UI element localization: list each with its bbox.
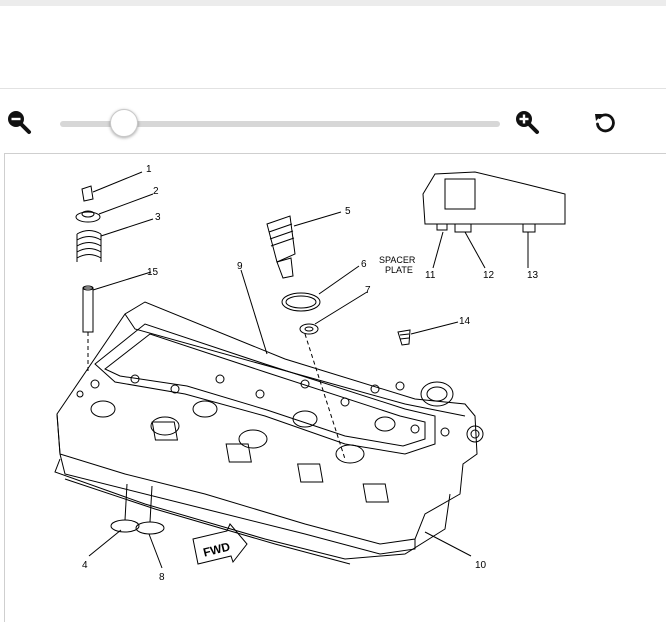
cylinder-head-exploded-diagram: 1 2 3 4 5 6 7 8 9 10 11 12 13 14 15 SPAC…	[54, 164, 566, 583]
window-top-strip	[0, 0, 666, 6]
callout-14: 14	[459, 316, 471, 327]
callout-11: 11	[425, 270, 436, 281]
spacer-plate-label-line2: PLATE	[385, 265, 413, 275]
fwd-direction-label: FWD	[202, 539, 232, 559]
header-divider	[0, 88, 666, 89]
callout-2: 2	[153, 186, 159, 197]
zoom-in-icon	[516, 111, 539, 134]
callout-8: 8	[159, 572, 165, 583]
header-area	[0, 6, 666, 88]
callout-15: 15	[147, 267, 159, 278]
callout-3: 3	[155, 212, 161, 223]
callout-7: 7	[365, 285, 371, 296]
zoom-slider-thumb[interactable]	[109, 109, 138, 137]
callout-10: 10	[475, 560, 487, 571]
callout-6: 6	[361, 259, 367, 270]
parts-diagram-viewer[interactable]: 1 2 3 4 5 6 7 8 9 10 11 12 13 14 15 SPAC…	[4, 153, 666, 622]
callout-4: 4	[82, 560, 88, 571]
callout-5: 5	[345, 206, 351, 217]
callout-12: 12	[483, 270, 495, 281]
rotate-reset-icon	[595, 113, 615, 133]
reset-view-button[interactable]	[588, 105, 622, 139]
zoom-out-button[interactable]	[2, 105, 36, 139]
zoom-toolbar	[0, 89, 666, 153]
zoom-out-icon	[8, 111, 31, 134]
callout-1: 1	[146, 164, 152, 175]
callout-9: 9	[237, 261, 243, 272]
zoom-slider-track[interactable]	[60, 121, 500, 127]
zoom-in-button[interactable]	[510, 105, 544, 139]
callout-13: 13	[527, 270, 539, 281]
spacer-plate-label-line1: SPACER	[379, 255, 416, 265]
